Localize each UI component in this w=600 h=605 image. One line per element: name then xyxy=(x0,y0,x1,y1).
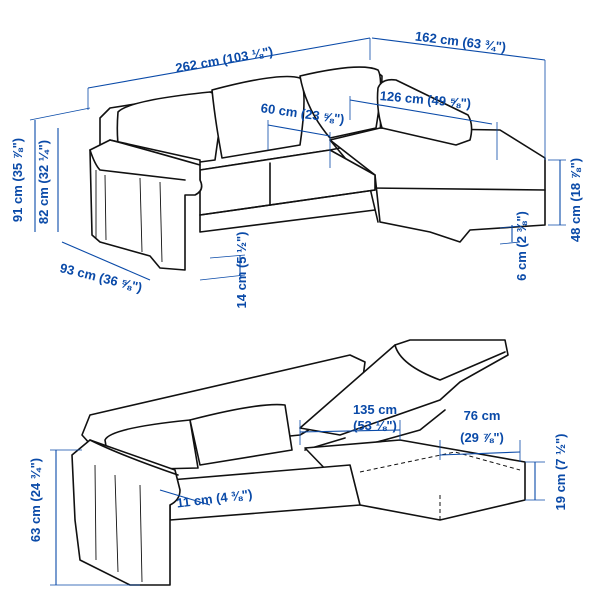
bottom-dimension-lines xyxy=(50,420,545,586)
open-seat-height-label: 63 cm (24 ¾") xyxy=(28,458,43,542)
storage-length-label: 135 cm xyxy=(353,402,397,417)
total-width-label: 262 cm (103 ⅛") xyxy=(174,44,274,76)
total-height-label: 91 cm (35 ⅞") xyxy=(10,138,25,222)
sofa-closed-drawing xyxy=(89,66,546,271)
depth-label: 93 cm (36 ⅝") xyxy=(58,260,143,295)
storage-depth-label: 19 cm (7 ½") xyxy=(553,434,568,511)
back-height-label: 82 cm (32 ¼") xyxy=(36,140,51,224)
leg-height-label: 14 cm (5 ½") xyxy=(234,232,249,309)
sofa-open-drawing xyxy=(71,339,526,586)
storage-width-inch-label: (29 ⅞") xyxy=(460,430,504,445)
top-dimension-lines xyxy=(29,37,566,281)
clearance-label: 6 cm (2 ⅜") xyxy=(514,211,529,281)
chaise-depth-label: 162 cm (63 ¾") xyxy=(414,29,507,55)
storage-length-inch-label: (53 ⅛") xyxy=(353,418,397,433)
storage-width-label: 76 cm xyxy=(464,408,501,423)
seat-height-label: 48 cm (18 ⅞") xyxy=(568,158,583,242)
